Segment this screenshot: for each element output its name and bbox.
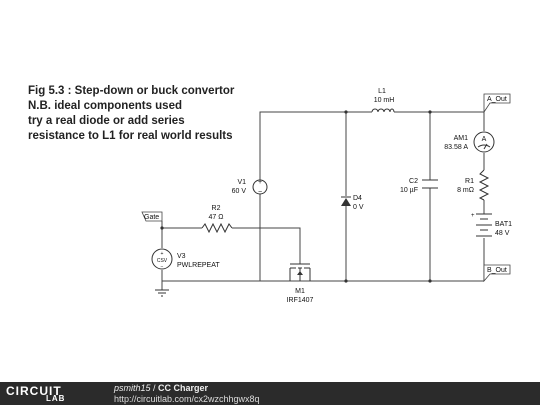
battery-BAT1[interactable]: +	[471, 213, 492, 237]
diode-D4-name: D4	[353, 195, 362, 202]
node-label-b-out[interactable]: B_Out	[483, 264, 511, 283]
caption-line: resistance to L1 for real world results	[28, 130, 233, 142]
resistor-R2[interactable]	[201, 222, 233, 234]
capacitor-C2[interactable]	[422, 179, 438, 189]
resistor-R2-value: 47 Ω	[209, 214, 224, 221]
ground-icon	[155, 289, 169, 297]
inductor-L1-name: L1	[378, 88, 386, 95]
footer-title: psmith15 / CC Charger	[114, 383, 208, 393]
voltage-source-V1[interactable]: + −	[252, 179, 268, 196]
voltage-source-V1-value: 60 V	[232, 188, 247, 195]
author-name[interactable]: psmith15	[114, 383, 151, 393]
svg-text:A_Out: A_Out	[487, 96, 507, 103]
diode-D4[interactable]	[341, 196, 351, 206]
svg-text:Gate: Gate	[144, 214, 159, 221]
caption-line: N.B. ideal components used	[28, 100, 182, 112]
pwl-source-V3[interactable]: + CSV −	[151, 248, 173, 270]
csv-source-label: CSV	[157, 258, 168, 264]
caption-line: try a real diode or add series	[28, 115, 185, 127]
mosfet-M1[interactable]	[289, 263, 311, 281]
diode-D4-value: 0 V	[353, 204, 364, 211]
svg-text:B_Out: B_Out	[487, 267, 507, 274]
inductor-L1-value: 10 mH	[374, 97, 395, 104]
resistor-R1[interactable]	[478, 169, 490, 201]
title-separator: /	[150, 383, 159, 393]
battery-BAT1-name: BAT1	[495, 221, 512, 228]
node-label-a-out[interactable]: A_Out	[483, 93, 511, 114]
mosfet-M1-name: M1	[295, 288, 305, 295]
schematic-canvas: L1 10 mH + − V1 60 V R2 47 Ω Gate + CSV …	[141, 88, 512, 304]
minus-icon: −	[161, 264, 164, 270]
plus-icon: +	[258, 179, 262, 186]
circuit-url-link[interactable]: http://circuitlab.com/cx2wzchhgwx8q	[114, 394, 260, 404]
ammeter-AM1-value: 83.58 A	[444, 144, 468, 151]
footer-bar: CIRCUIT LAB psmith15 / CC Charger http:/…	[0, 382, 540, 405]
mosfet-M1-value: IRF1407	[287, 297, 314, 304]
resistor-R1-value: 8 mΩ	[457, 187, 474, 194]
ammeter-AM1[interactable]: A	[473, 131, 495, 153]
minus-icon: −	[258, 189, 262, 196]
caption-line: Fig 5.3 : Step-down or buck convertor	[28, 85, 235, 97]
node-label-gate[interactable]: Gate	[141, 211, 163, 222]
voltage-source-V1-name: V1	[237, 179, 246, 186]
pwl-source-V3-value: PWLREPEAT	[177, 262, 220, 269]
capacitor-C2-name: C2	[409, 178, 418, 185]
resistor-R2-name: R2	[212, 205, 221, 212]
plus-icon: +	[471, 213, 475, 219]
ammeter-AM1-name: AM1	[454, 135, 469, 142]
plus-icon: +	[161, 251, 164, 257]
ammeter-icon: A	[482, 136, 487, 143]
pwl-source-V3-name: V3	[177, 253, 186, 260]
battery-BAT1-value: 48 V	[495, 230, 510, 237]
figure-caption: Fig 5.3 : Step-down or buck convertor N.…	[28, 84, 234, 144]
inductor-L1[interactable]	[371, 108, 395, 113]
circuitlab-logo[interactable]: CIRCUIT LAB	[6, 384, 66, 403]
resistor-R1-name: R1	[465, 178, 474, 185]
circuit-name: CC Charger	[158, 383, 209, 393]
junctions	[160, 110, 432, 283]
capacitor-C2-value: 10 µF	[400, 187, 418, 194]
